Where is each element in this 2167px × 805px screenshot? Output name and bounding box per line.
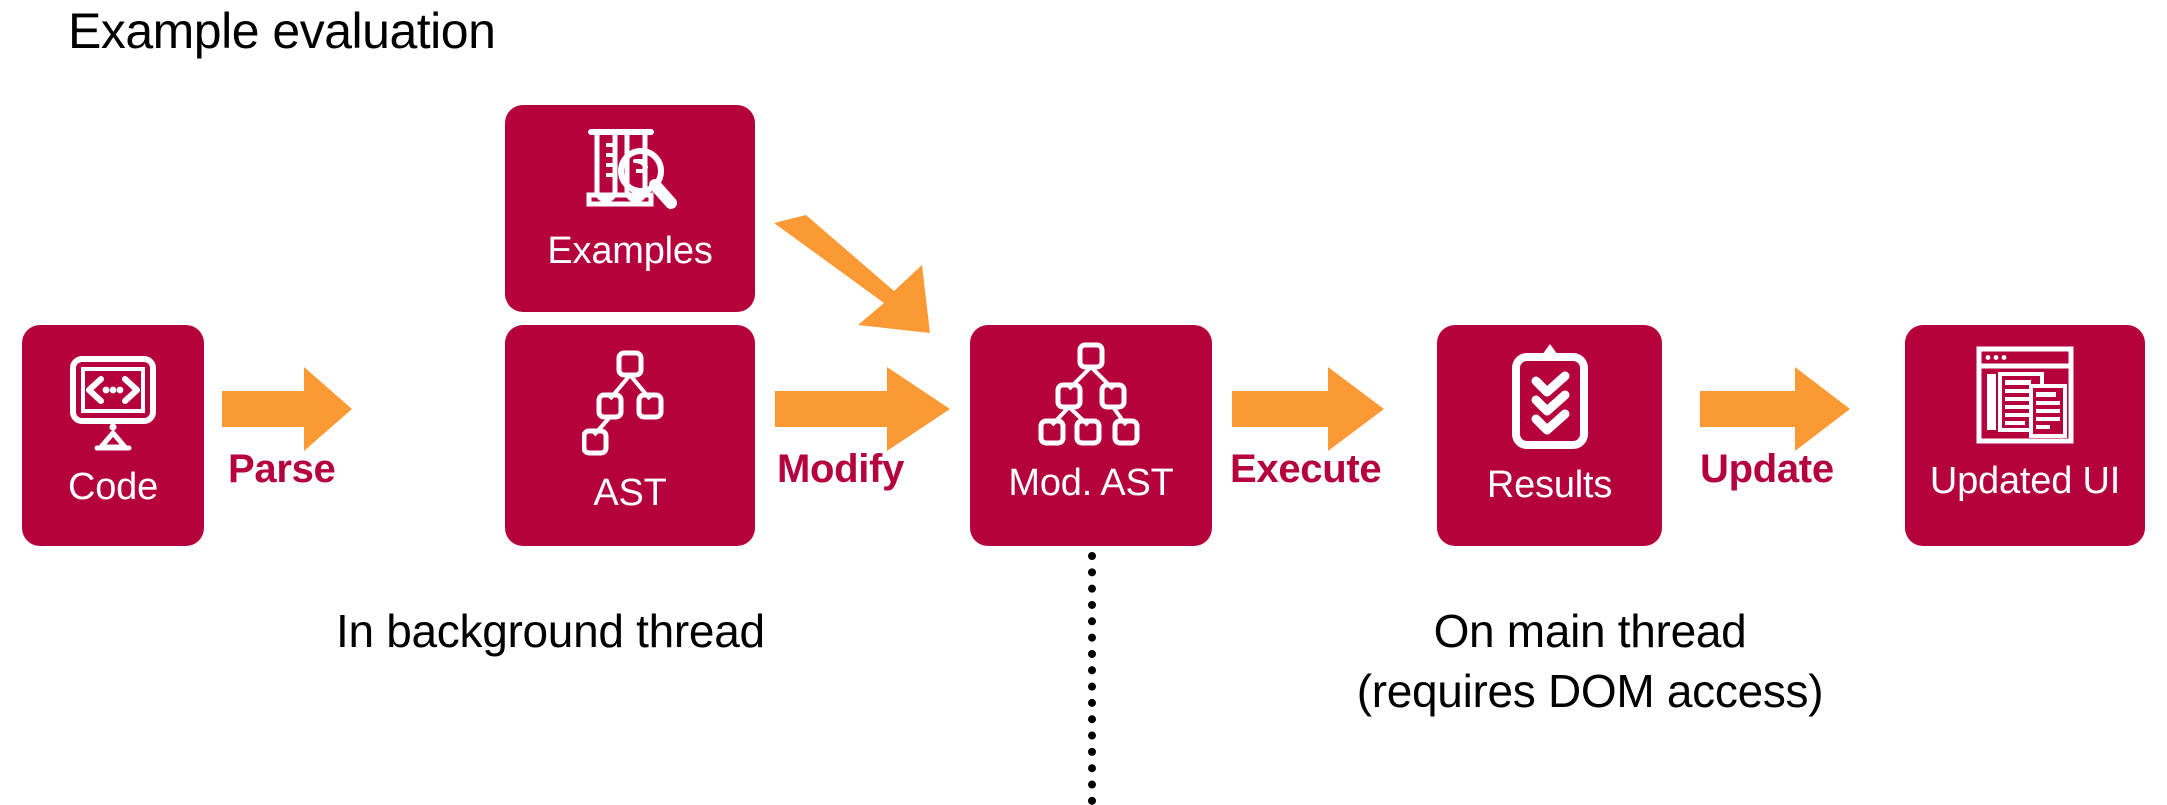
pipeline-node-examples[interactable]: Examples xyxy=(505,105,755,312)
pipeline-node-ast[interactable]: AST xyxy=(505,325,755,546)
arrow-execute xyxy=(1232,365,1384,458)
page-title: Example evaluation xyxy=(68,3,496,59)
annotation-background-thread: In background thread xyxy=(336,605,765,657)
pipeline-node-label: Examples xyxy=(547,230,713,272)
pipeline-node-updated-ui[interactable]: Updated UI xyxy=(1905,325,2145,546)
arrow-examples-to-mod-ast xyxy=(770,215,940,335)
transition-label-update: Update xyxy=(1700,447,1834,491)
pipeline-node-label: Results xyxy=(1486,464,1613,506)
tree-nodes-icon xyxy=(581,347,678,462)
thread-divider xyxy=(1088,552,1096,805)
pipeline-node-label: Updated UI xyxy=(1929,460,2121,502)
annotation-main-thread-line2: (requires DOM access) xyxy=(1356,664,1824,717)
tree-nodes-full-icon xyxy=(1036,341,1146,454)
pipeline-node-mod-ast[interactable]: Mod. AST xyxy=(970,325,1212,546)
pipeline-node-code[interactable]: Code xyxy=(22,325,204,546)
transition-label-modify: Modify xyxy=(777,447,905,491)
arrow-modify xyxy=(775,365,950,458)
pipeline-node-label: Code xyxy=(67,466,159,508)
transition-label-parse: Parse xyxy=(228,447,336,491)
pipeline-node-label: Mod. AST xyxy=(1008,462,1174,504)
annotation-main-thread: On main thread (requires DOM access) xyxy=(1245,602,1935,722)
arrow-update xyxy=(1700,365,1850,458)
arrow-parse xyxy=(222,365,352,458)
pipeline-node-results[interactable]: Results xyxy=(1437,325,1662,546)
pipeline-node-label: AST xyxy=(593,472,667,514)
test-tubes-magnifier-icon xyxy=(575,121,685,222)
browser-window-icon xyxy=(1973,345,2077,450)
clipboard-checks-icon xyxy=(1502,343,1598,456)
transition-label-execute: Execute xyxy=(1230,447,1382,491)
annotation-main-thread-line1: On main thread xyxy=(1433,605,1747,657)
monitor-code-icon xyxy=(61,349,165,458)
